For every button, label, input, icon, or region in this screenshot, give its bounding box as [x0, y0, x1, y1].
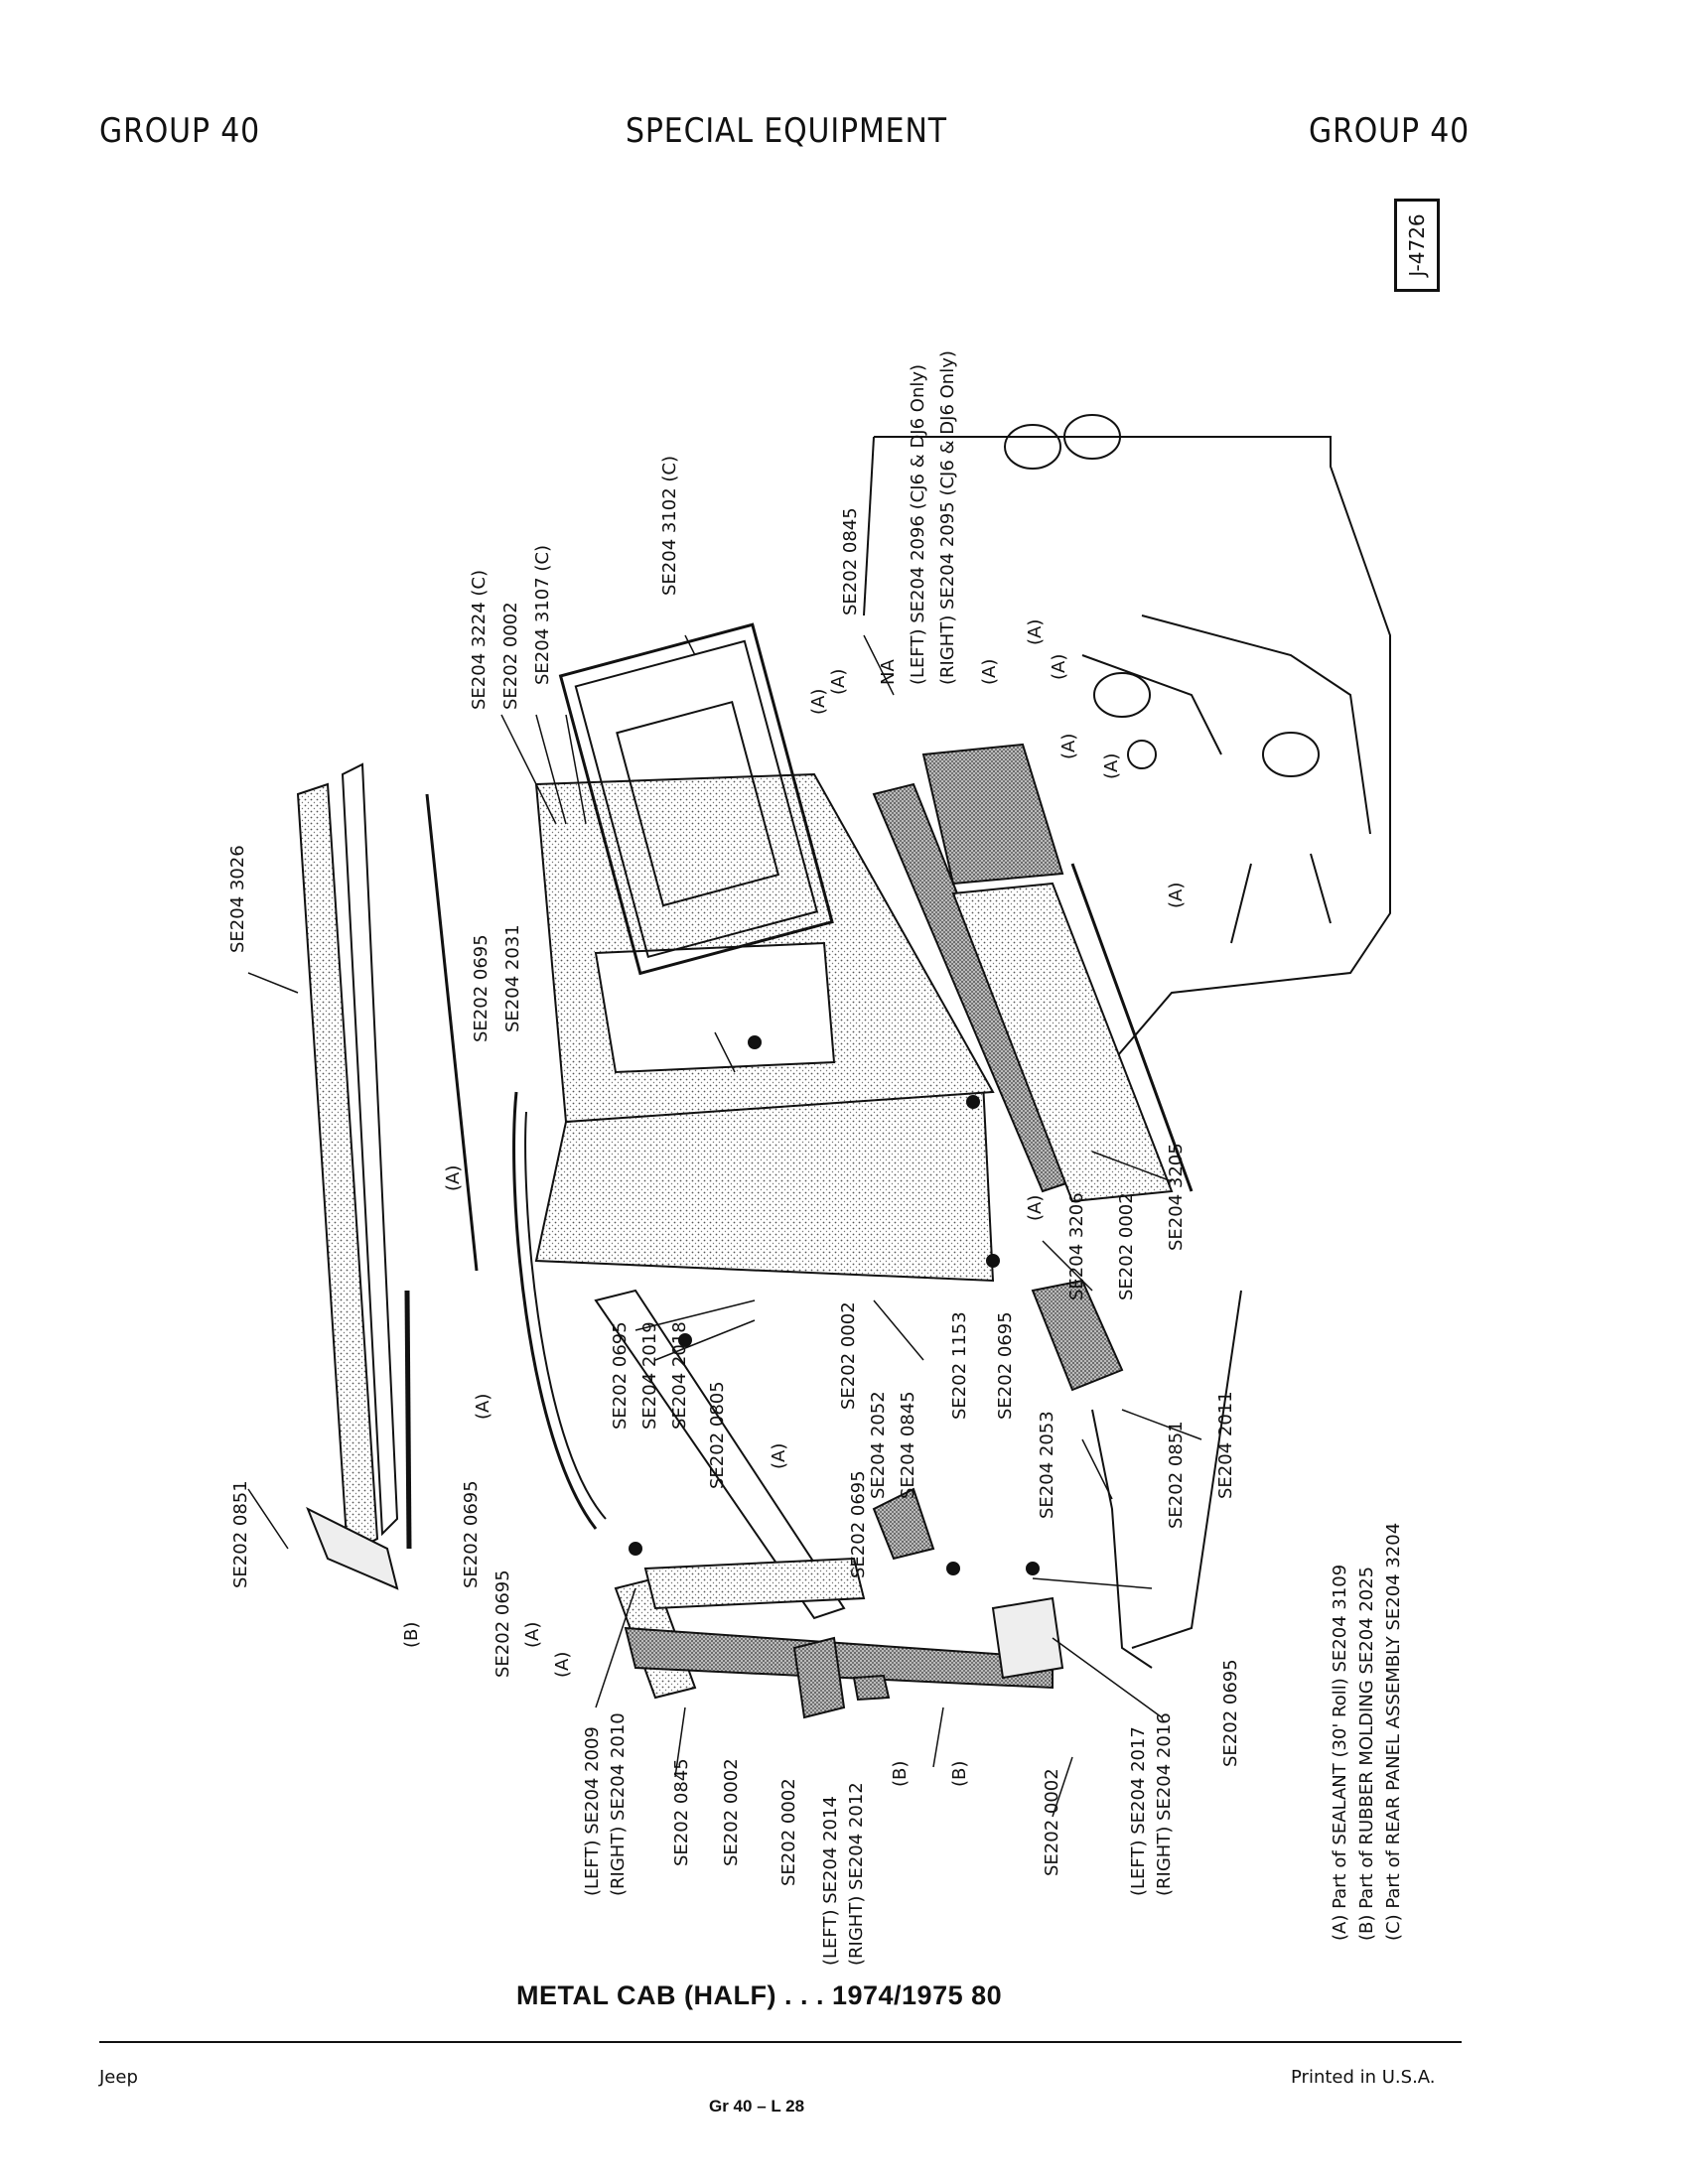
callout-label: SE204 3224 (C) — [469, 570, 490, 710]
callout-marker-a: (A) — [552, 1652, 573, 1678]
callout-label: SE204 2052 — [868, 1391, 889, 1499]
footer-printed: Printed in U.S.A. — [1291, 2067, 1436, 2088]
callout-label: SE204 3107 (C) — [532, 545, 553, 685]
figure-id-stamp: J-4726 — [1394, 199, 1440, 292]
callout-label: SE202 0002 — [838, 1301, 859, 1410]
callout-marker-a: (A) — [828, 669, 849, 695]
header-group-left: GROUP 40 — [99, 111, 261, 151]
callout-label: (RIGHT) SE204 2095 (CJ6 & DJ6 Only) — [937, 350, 958, 685]
vehicle-body-outline — [863, 414, 1391, 1063]
callout-label: SE204 2019 — [639, 1321, 660, 1430]
legend: (A) Part of SEALANT (30' Roll) SE204 310… — [1330, 1523, 1404, 1941]
callout-label: SE202 1153 — [949, 1311, 970, 1420]
callout-label: SE202 0695 — [492, 1570, 513, 1678]
figure-title: METAL CAB (HALF) . . . 1974/1975 80 — [516, 1980, 1003, 2010]
callout-label: SE202 0805 — [707, 1381, 728, 1489]
legend-item-c: (C) Part of REAR PANEL ASSEMBLY SE204 32… — [1383, 1523, 1404, 1941]
callout-label: SE202 0851 — [1166, 1421, 1187, 1529]
callout-label: SE202 0695 — [1220, 1659, 1241, 1767]
legend-item-b: (B) Part of RUBBER MOLDING SE204 2025 — [1356, 1567, 1377, 1941]
callout-label: (LEFT) SE204 2017 — [1128, 1726, 1149, 1896]
callout-label: SE204 2053 — [1037, 1411, 1057, 1519]
callout-label: SE204 3205 — [1166, 1143, 1187, 1251]
callout-label: SE202 0002 — [721, 1758, 742, 1866]
callout-label: SE204 3026 — [227, 845, 248, 953]
callout-marker-b: (B) — [401, 1622, 422, 1648]
callout-label: SE202 0851 — [230, 1480, 251, 1588]
callout-marker-a: (A) — [1025, 619, 1046, 645]
callout-label: SE202 0695 — [461, 1480, 482, 1588]
callout-label: (RIGHT) SE204 2010 — [608, 1712, 629, 1896]
header-group-right: GROUP 40 — [1309, 111, 1471, 151]
rear-window-assembly — [558, 622, 834, 976]
callout-label: (LEFT) SE204 2009 — [582, 1726, 603, 1896]
callout-marker-a: (A) — [443, 1165, 464, 1191]
callout-label: SE204 2018 — [669, 1321, 690, 1430]
callout-marker-a: (A) — [473, 1394, 493, 1420]
side-seal-strips — [872, 743, 1194, 1203]
callout-marker-b: (B) — [890, 1761, 911, 1787]
callout-label: SE204 2031 — [502, 924, 523, 1032]
callout-label: SE202 0695 — [848, 1470, 869, 1578]
callout-label: SE204 2011 — [1215, 1391, 1236, 1499]
callout-label: NA — [878, 659, 899, 685]
callout-marker-a: (A) — [979, 659, 1000, 685]
callout-marker-b: (B) — [949, 1761, 970, 1787]
callout-marker-a: (A) — [522, 1622, 543, 1648]
callout-label: (LEFT) SE204 2014 — [820, 1796, 841, 1966]
callout-marker-a: (A) — [808, 689, 829, 715]
callout-label: SE204 3102 (C) — [659, 456, 680, 596]
callout-label: SE204 0845 — [898, 1391, 918, 1499]
hard-top-shell — [296, 762, 399, 1590]
lower-hardware — [594, 1035, 1242, 1719]
callout-marker-a: (A) — [1058, 734, 1079, 759]
callout-label: SE202 0845 — [840, 507, 861, 615]
callout-label: SE202 0002 — [778, 1778, 799, 1886]
callout-label: SE202 0695 — [995, 1311, 1016, 1420]
callout-label: SE202 0695 — [610, 1321, 631, 1430]
header-section-title: SPECIAL EQUIPMENT — [626, 111, 947, 151]
callout-label: (RIGHT) SE204 2012 — [846, 1782, 867, 1966]
callout-label: SE202 0002 — [1042, 1768, 1062, 1876]
callout-marker-a: (A) — [769, 1443, 789, 1469]
callout-marker-a: (A) — [1101, 753, 1122, 779]
callout-labels: SE204 3026 SE204 3224 (C) SE202 0002 SE2… — [227, 350, 1241, 1966]
callout-label: SE202 0695 — [471, 934, 492, 1042]
callout-label: SE202 0002 — [500, 602, 521, 710]
callout-marker-a: (A) — [1025, 1195, 1046, 1221]
callout-label: SE204 3206 — [1066, 1192, 1087, 1300]
molding-strips — [404, 793, 607, 1550]
footer-rule — [99, 2041, 1462, 2043]
callout-label: SE202 0845 — [671, 1758, 692, 1866]
callout-label: (RIGHT) SE204 2016 — [1154, 1712, 1175, 1896]
leader-lines — [247, 634, 1202, 1818]
callout-marker-a: (A) — [1049, 654, 1069, 680]
footer-brand: Jeep — [99, 2067, 138, 2088]
callout-label: SE202 0002 — [1116, 1192, 1137, 1300]
callout-marker-a: (A) — [1166, 883, 1187, 908]
callout-label: (LEFT) SE204 2096 (CJ6 & DJ6 Only) — [908, 364, 928, 685]
legend-item-a: (A) Part of SEALANT (30' Roll) SE204 310… — [1330, 1565, 1350, 1941]
footer-page-number: Gr 40 – L 28 — [709, 2097, 805, 2116]
